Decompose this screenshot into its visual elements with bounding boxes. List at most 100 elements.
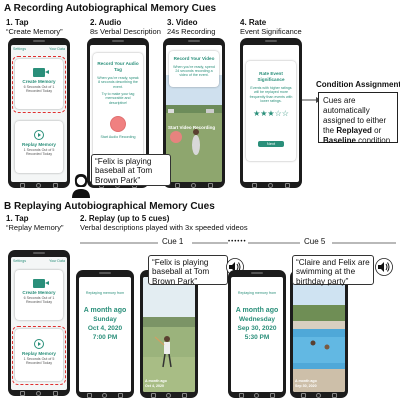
- step-b1-number: 1. Tap: [6, 214, 29, 223]
- cue5-time: 5:30 PM: [244, 334, 270, 342]
- video-card: Record Your Video When you’re ready, spe…: [169, 51, 219, 87]
- phone-b3-cue1-video: A month ago Oct 4, 2020: [140, 270, 198, 398]
- step-a2-number: 2. Audio: [90, 18, 122, 27]
- person-speaking-icon: [72, 174, 91, 198]
- your-data-link-b[interactable]: Your Data: [49, 259, 65, 263]
- phone-a1-home: Settings Your Data Create Memory 6 Secon…: [8, 38, 70, 188]
- cue1-caption: A month ago Oct 4, 2020: [145, 379, 167, 388]
- audio-desc-2: Try to make your tag memorable and descr…: [101, 91, 135, 105]
- create-memory-card[interactable]: Create Memory 6 Seconds Out of 1 Recorde…: [15, 59, 63, 109]
- condition-title: Condition Assignment: [316, 80, 400, 89]
- create-memory-sub-b: 6 Seconds Out of 1 Recorded Today: [23, 295, 55, 304]
- your-data-link[interactable]: Your Data: [49, 47, 65, 51]
- step-a3-sub: 24s Recording: [167, 27, 216, 36]
- cue1-when: A month ago: [83, 307, 127, 315]
- step-b2-number: 2. Replay (up to 5 cues): [80, 214, 170, 223]
- phone-b5-cue5-video: A month ago Sep 30, 2020: [290, 270, 348, 398]
- condition-text-post: condition: [355, 136, 391, 145]
- step-a4: 4. Rate Event Significance: [240, 18, 302, 36]
- cue-divider: [80, 242, 396, 244]
- speaker-icon-cue5: [375, 258, 393, 276]
- rating-star-2[interactable]: ★: [260, 109, 268, 119]
- step-b1-sub: “Replay Memory”: [6, 223, 64, 232]
- step-b2: 2. Replay (up to 5 cues) Verbal descript…: [80, 214, 248, 232]
- settings-link-b[interactable]: Settings: [13, 259, 26, 263]
- replay-memory-title-a: Replay Memory: [22, 142, 56, 147]
- create-memory-title: Create Memory: [22, 79, 56, 84]
- replay-memory-card-b[interactable]: Replay Memory 1 Seconds Out of 5 Recorde…: [15, 329, 63, 381]
- rating-star-1[interactable]: ★: [253, 109, 261, 119]
- create-memory-title-b: Create Memory: [22, 290, 56, 295]
- phone-a4-rate: Rate Event Significance Events with high…: [240, 38, 302, 188]
- cue1-header: Replaying memory from: [85, 291, 125, 295]
- cue5-video-image: A month ago Sep 30, 2020: [293, 277, 345, 392]
- video-preview-image: Start Video Recording: [166, 75, 222, 182]
- step-b1: 1. Tap “Replay Memory”: [6, 214, 64, 232]
- rating-star-3[interactable]: ★: [267, 109, 275, 119]
- step-a1: 1. Tap “Create Memory”: [6, 18, 66, 36]
- cue5-caption: A month ago Sep 30, 2020: [295, 379, 317, 388]
- step-a1-number: 1. Tap: [6, 18, 29, 27]
- cue-1-label: Cue 1: [162, 237, 184, 246]
- replay-memory-card-a[interactable]: Replay Memory 1 Seconds Out of 5 Recorde…: [15, 121, 63, 173]
- video-camera-icon: [33, 68, 49, 77]
- cue1-video-image: A month ago Oct 4, 2020: [143, 277, 195, 392]
- condition-text-pre: Cues are automatically assigned to eithe…: [323, 96, 387, 135]
- step-b2-sub: Verbal descriptions played with 3x speed…: [80, 223, 248, 232]
- replay-memory-sub-a: 1 Seconds Out of 5 Recorded Today: [23, 147, 55, 156]
- replay-icon: [34, 130, 44, 140]
- phone-b2-cue1-info: Replaying memory from A month ago Sunday…: [76, 270, 134, 398]
- replay-memory-highlight: [12, 326, 66, 385]
- audio-desc: When you’re ready, speak 8 seconds descr…: [97, 76, 139, 89]
- audio-title: Record Your Audio Tag: [97, 61, 139, 72]
- cue5-speech-bubble: “Claire and Felix are swimming at the bi…: [292, 255, 374, 286]
- start-video-label[interactable]: Start Video Recording: [168, 125, 216, 130]
- condition-box: Cues are automatically assigned to eithe…: [318, 92, 398, 145]
- create-memory-highlight: [12, 56, 66, 113]
- video-title: Record Your Video: [173, 56, 215, 61]
- cue5-when: A month ago: [235, 307, 279, 315]
- condition-or: or: [371, 126, 382, 135]
- step-a2-sub: 8s Verbal Description: [90, 27, 161, 36]
- cue1-speech-bubble: “Felix is playing baseball at Tom Brown …: [148, 255, 228, 286]
- rating-stars[interactable]: ★★★☆☆: [246, 109, 296, 118]
- replay-memory-title-b: Replay Memory: [22, 351, 56, 356]
- condition-baseline: Baseline: [323, 136, 356, 145]
- condition-replayed: Replayed: [336, 126, 372, 135]
- settings-link[interactable]: Settings: [13, 47, 26, 51]
- cue-5-label: Cue 5: [304, 237, 326, 246]
- cue1-day: Sunday: [93, 316, 117, 324]
- cue5-date: Sep 30, 2020: [237, 325, 277, 333]
- step-a2: 2. Audio 8s Verbal Description: [90, 18, 161, 36]
- phone-b1-home: Settings Your Data Create Memory 6 Secon…: [8, 250, 70, 396]
- video-desc: When you’re ready, spend 24 seconds reco…: [173, 64, 215, 78]
- phone-a3-video: Record Your Video When you’re ready, spe…: [163, 38, 225, 188]
- cue5-header: Replaying memory from: [237, 291, 277, 295]
- video-camera-icon: [33, 279, 49, 288]
- rate-title: Rate Event Significance: [257, 71, 285, 82]
- step-a1-sub: “Create Memory”: [6, 27, 63, 36]
- create-memory-card-b[interactable]: Create Memory 6 Seconds Out of 1 Recorde…: [15, 270, 63, 320]
- record-audio-button[interactable]: [110, 115, 126, 132]
- rate-card: Rate Event Significance Events with high…: [246, 61, 296, 161]
- audio-speech-bubble: “Felix is playing baseball at Tom Brown …: [91, 154, 171, 186]
- audio-card: Record Your Audio Tag When you’re ready,…: [93, 53, 143, 171]
- rating-star-4[interactable]: ☆: [274, 109, 282, 119]
- section-b-title: B Replaying Autobiographical Memory Cues: [4, 201, 215, 212]
- cue-ellipsis: ••••••: [228, 239, 247, 245]
- next-button[interactable]: Next: [258, 141, 284, 147]
- cue1-time: 7:00 PM: [92, 334, 118, 342]
- audio-record-label: Start Audio Recording: [100, 134, 136, 139]
- rating-star-5[interactable]: ☆: [281, 109, 289, 119]
- replay-memory-sub-b: 1 Seconds Out of 5 Recorded Today: [23, 356, 55, 365]
- phone-b4-cue5-info: Replaying memory from A month ago Wednes…: [228, 270, 286, 398]
- cue5-day: Wednesday: [238, 316, 275, 324]
- create-memory-sub: 6 Seconds Out of 1 Recorded Today: [23, 84, 55, 93]
- step-a3: 3. Video 24s Recording: [167, 18, 215, 36]
- replay-icon: [34, 339, 44, 349]
- step-a4-number: 4. Rate: [240, 18, 267, 27]
- cue1-date: Oct 4, 2020: [87, 325, 123, 333]
- rate-desc: Events with higher ratings will be repla…: [249, 86, 293, 103]
- step-a4-sub: Event Significance: [240, 27, 302, 36]
- step-a3-number: 3. Video: [167, 18, 198, 27]
